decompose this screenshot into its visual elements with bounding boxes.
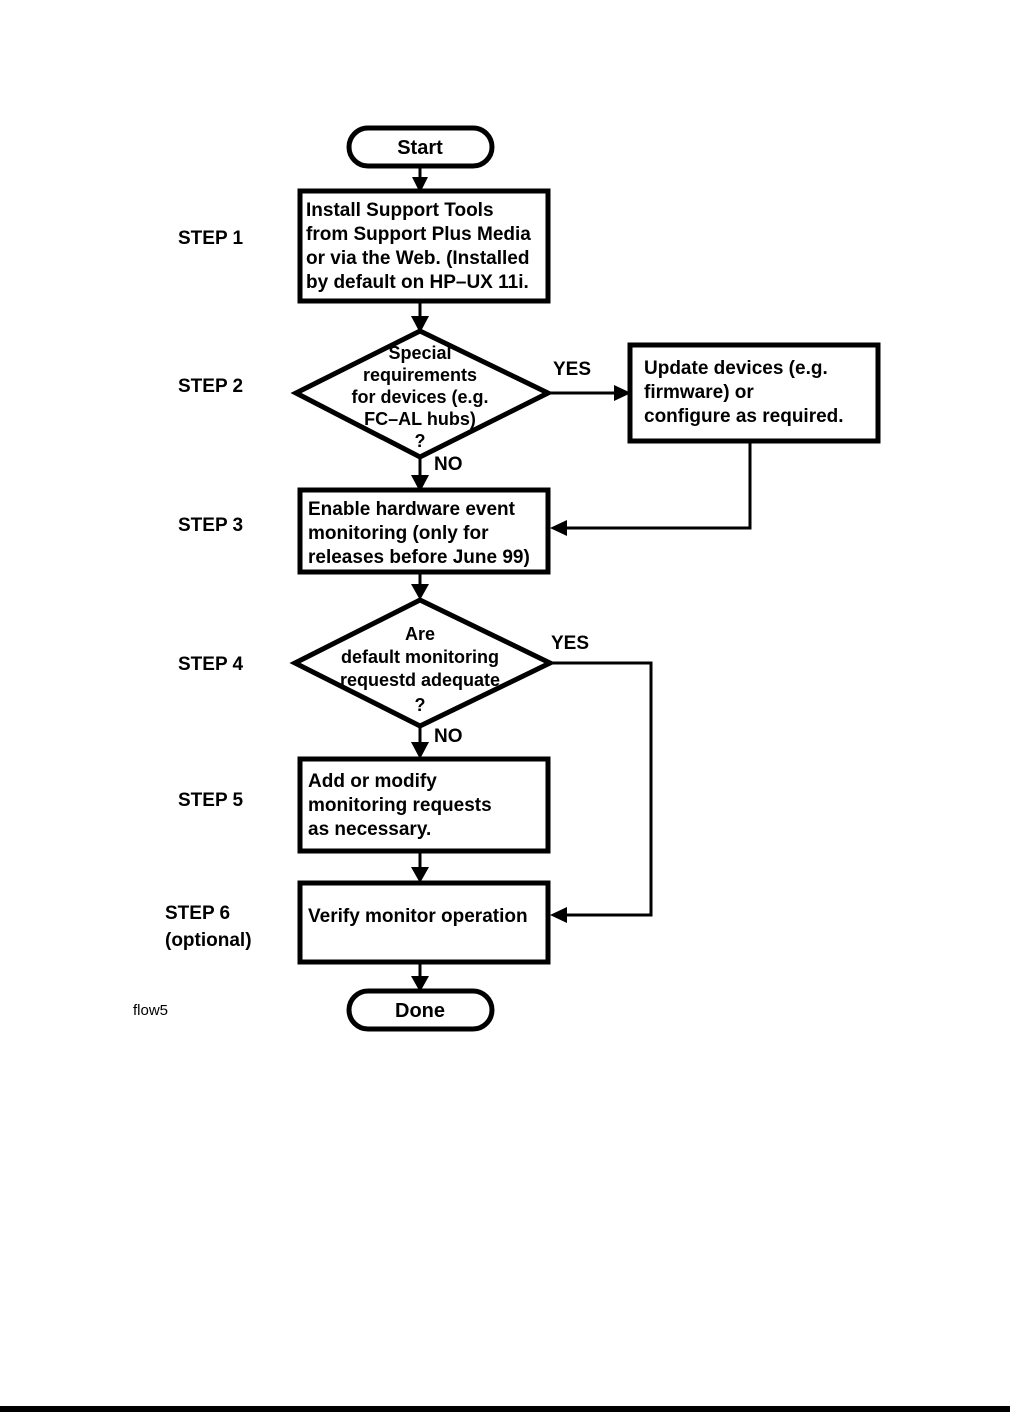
step4-line-1: Are <box>405 624 435 644</box>
step4-line-2: default monitoring <box>341 647 499 667</box>
edge-label-step4-yes: YES <box>551 633 589 654</box>
step3-line-3: releases before June 99) <box>308 547 530 568</box>
node-update-devices[interactable]: Update devices (e.g. firmware) or config… <box>627 342 881 444</box>
edge-step4-no-to-step5 <box>411 727 429 759</box>
step1-line-2: from Support Plus Media <box>306 224 531 245</box>
done-shape <box>346 988 495 1032</box>
node-step5[interactable]: Add or modify monitoring requests as nec… <box>297 756 551 854</box>
step1-line-1: Install Support Tools <box>306 200 494 221</box>
connector-layer <box>411 166 752 992</box>
node-step1[interactable]: Install Support Tools from Support Plus … <box>297 188 551 304</box>
edge-step6-to-done <box>411 962 429 992</box>
step5-line-1: Add or modify <box>308 771 437 792</box>
step6-shape <box>297 880 551 965</box>
edge-label-step4-no: NO <box>434 726 463 747</box>
node-step4[interactable]: Are default monitoring requestd adequate… <box>289 597 556 729</box>
step2-shape <box>290 328 554 460</box>
step-label-5: STEP 5 <box>178 790 244 811</box>
edge-update-to-step3 <box>550 441 752 536</box>
step4-line-4: ? <box>415 695 426 715</box>
edge-step5-to-step6 <box>411 851 429 883</box>
done-label: Done <box>395 1000 445 1022</box>
node-step2[interactable]: Special requirements for devices (e.g. F… <box>290 328 554 460</box>
start-label: Start <box>397 137 443 159</box>
step5-line-2: monitoring requests <box>308 795 492 816</box>
update-line-1: Update devices (e.g. <box>644 358 828 379</box>
node-step6[interactable]: Verify monitor operation <box>297 880 551 965</box>
step6-line-1: Verify monitor operation <box>308 906 528 927</box>
step2-line-1: Special <box>388 343 451 363</box>
step4-line-3: requestd adequate <box>340 670 500 690</box>
step-label-6-optional: (optional) <box>165 930 252 951</box>
edge-label-step2-no: NO <box>434 454 463 475</box>
step1-line-4: by default on HP–UX 11i. <box>306 272 529 293</box>
step2-line-5: ? <box>415 431 426 451</box>
step1-line-3: or via the Web. (Installed <box>306 248 529 269</box>
step-label-3: STEP 3 <box>178 515 243 536</box>
step5-shape <box>297 756 551 854</box>
edge-label-step2-yes: YES <box>553 359 591 380</box>
figure-caption: flow5 <box>133 1002 168 1019</box>
update-line-3: configure as required. <box>644 406 844 427</box>
update-line-2: firmware) or <box>644 382 754 403</box>
step-label-6: STEP 6 <box>165 903 230 924</box>
node-done[interactable]: Done <box>346 988 495 1032</box>
step3-shape <box>297 487 551 575</box>
step2-line-4: FC–AL hubs) <box>364 409 476 429</box>
step5-line-3: as necessary. <box>308 819 431 840</box>
edge-step1-to-step2 <box>411 301 429 333</box>
node-step3[interactable]: Enable hardware event monitoring (only f… <box>297 487 551 575</box>
step-label-4: STEP 4 <box>178 654 244 675</box>
step3-line-1: Enable hardware event <box>308 499 516 520</box>
edge-step3-to-step4 <box>411 572 429 600</box>
update-devices-shape <box>627 342 881 444</box>
edge-step4-yes-to-step6 <box>550 661 653 923</box>
step3-line-2: monitoring (only for <box>308 523 489 544</box>
step-label-2: STEP 2 <box>178 376 243 397</box>
edge-step2-yes-to-update <box>548 385 631 401</box>
footer-rule <box>0 1406 1010 1412</box>
step4-shape <box>289 597 556 729</box>
edge-start-to-step1 <box>412 166 428 193</box>
node-start[interactable]: Start <box>346 125 495 169</box>
step2-line-2: requirements <box>363 365 477 385</box>
step-label-1: STEP 1 <box>178 228 244 249</box>
start-shape <box>346 125 495 169</box>
step2-line-3: for devices (e.g. <box>351 387 488 407</box>
step1-shape <box>297 188 551 304</box>
edge-step2-no-to-step3 <box>411 458 429 492</box>
